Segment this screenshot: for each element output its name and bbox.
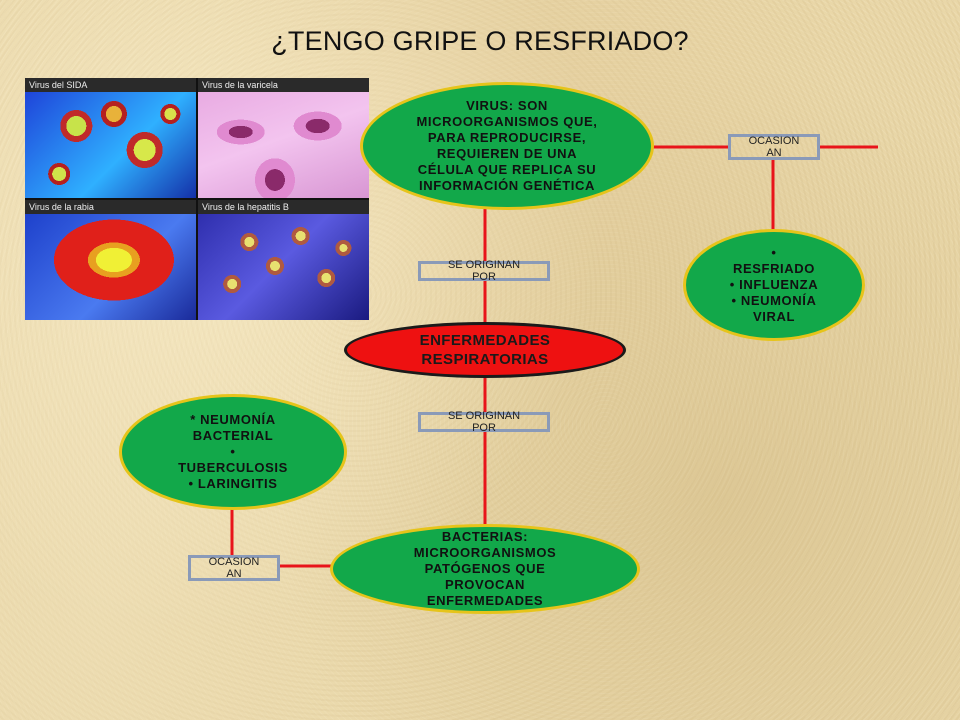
connector-text: POR	[472, 422, 496, 434]
virus-line-2: MICROORGANISMOS QUE,	[416, 114, 598, 129]
virus-line-6: INFORMACIÓN GENÉTICA	[419, 178, 595, 193]
panel-caption: Virus del SIDA	[25, 78, 196, 92]
disease-laringitis: • LARINGITIS	[188, 476, 278, 491]
connector-text: OCASION	[208, 556, 260, 568]
panel-caption: Virus de la varicela	[198, 78, 369, 92]
respiratory-diseases-node: ENFERMEDADES RESPIRATORIAS	[344, 322, 626, 378]
panel-caption: Virus de la rabia	[25, 200, 196, 214]
hiv-virus-image: Virus del SIDA	[25, 78, 196, 198]
virus-definition-node: VIRUS: SON MICROORGANISMOS QUE, PARA REP…	[360, 82, 654, 210]
bacteria-line-3: PATÓGENOS QUE	[424, 561, 546, 576]
connector-label-ocasionan-bottom: OCASION AN	[188, 555, 280, 581]
disease-influenza: • INFLUENZA	[729, 277, 819, 292]
disease-bullet: •	[230, 444, 236, 459]
disease-neumonia: • NEUMONÍA	[731, 293, 817, 308]
disease-viral: VIRAL	[752, 309, 795, 324]
bacteria-line-4: PROVOCAN	[445, 577, 525, 592]
center-line-2: RESPIRATORIAS	[421, 351, 549, 368]
virus-line-4: REQUIEREN DE UNA	[436, 146, 578, 161]
rabies-virus-image: Virus de la rabia	[25, 200, 196, 320]
center-line-1: ENFERMEDADES	[419, 332, 551, 349]
connector-label-originan-bottom: SE ORIGINAN POR	[418, 410, 550, 434]
bacteria-line-1: BACTERIAS:	[441, 529, 529, 544]
connector-text: SE ORIGINAN	[447, 410, 521, 422]
virus-line-1: VIRUS: SON	[466, 98, 548, 113]
connector-text: OCASION	[748, 135, 800, 147]
disease-neumonia-bacterial: * NEUMONÍA	[190, 412, 276, 427]
bacteria-definition-node: BACTERIAS: MICROORGANISMOS PATÓGENOS QUE…	[330, 524, 640, 614]
disease-bacterial: BACTERIAL	[192, 428, 274, 443]
bacterial-diseases-node: * NEUMONÍA BACTERIAL • TUBERCULOSIS • LA…	[119, 394, 347, 510]
connector-text: POR	[472, 271, 496, 283]
disease-resfriado: RESFRIADO	[733, 261, 815, 276]
connector-label-originan-top: SE ORIGINAN POR	[418, 259, 550, 283]
virus-line-5: CÉLULA QUE REPLICA SU	[417, 162, 597, 177]
hepatitis-b-virus-image: Virus de la hepatitis B	[198, 200, 369, 320]
disease-tuberculosis: TUBERCULOSIS	[178, 460, 288, 475]
bacteria-line-2: MICROORGANISMOS	[413, 545, 557, 560]
virus-image-mosaic: Virus del SIDA Virus de la varicela Viru…	[25, 78, 369, 320]
virus-line-3: PARA REPRODUCIRSE,	[427, 130, 587, 145]
connector-text: AN	[226, 568, 242, 580]
bacteria-line-5: ENFERMEDADES	[426, 593, 544, 608]
connector-label-ocasionan-top: OCASION AN	[728, 134, 820, 160]
connector-text: AN	[766, 147, 782, 159]
disease-bullet: •	[771, 245, 777, 260]
panel-caption: Virus de la hepatitis B	[198, 200, 369, 214]
page-title: ¿TENGO GRIPE O RESFRIADO?	[271, 26, 689, 56]
viral-diseases-node: • RESFRIADO • INFLUENZA • NEUMONÍA VIRAL	[683, 229, 865, 341]
varicella-virus-image: Virus de la varicela	[198, 78, 369, 198]
connector-text: SE ORIGINAN	[447, 259, 521, 271]
